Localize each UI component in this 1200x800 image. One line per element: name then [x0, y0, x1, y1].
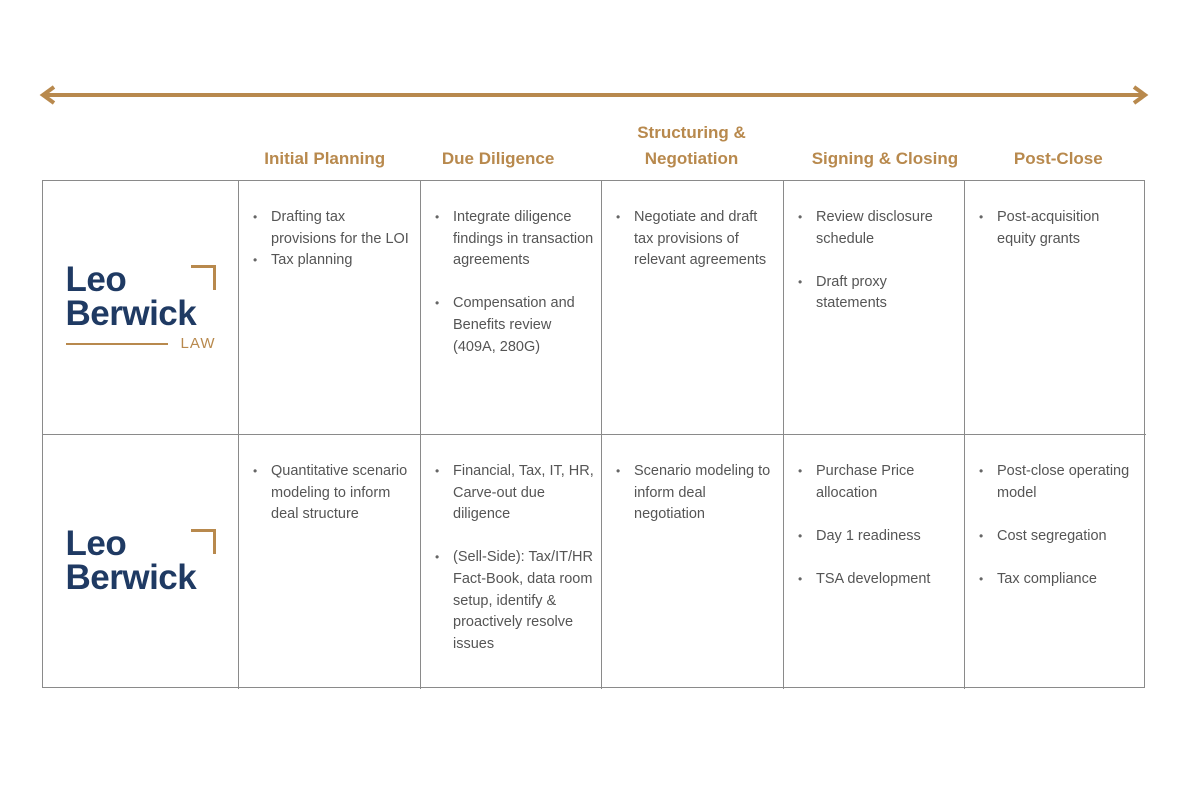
logo-line1: Leo — [65, 524, 127, 563]
service-cell: Post-close operating modelCost segregati… — [965, 435, 1146, 689]
list-item: TSA development — [796, 569, 958, 591]
bullet-list: Scenario modeling to inform deal negotia… — [614, 461, 777, 526]
logo-line2: Berwick — [65, 293, 197, 333]
logo-line1: Leo — [65, 259, 127, 299]
service-cell: Review disclosure scheduleDraft proxy st… — [784, 181, 965, 435]
service-cell: Financial, Tax, IT, HR, Carve-out due di… — [421, 435, 602, 689]
list-item: Negotiate and draft tax provisions of re… — [614, 207, 777, 272]
phase-header: Signing & Closing — [811, 149, 959, 168]
phase-header: Post-Close — [1013, 149, 1103, 168]
bullet-list: Drafting tax provisions for the LOITax p… — [251, 207, 414, 272]
list-item: Post-close operating model — [977, 461, 1140, 504]
list-item: Integrate diligence findings in transact… — [433, 207, 595, 272]
service-cell: Purchase Price allocationDay 1 readiness… — [784, 435, 965, 689]
bullet-list: Post-close operating modelCost segregati… — [977, 461, 1140, 591]
list-item: Quantitative scenario modeling to inform… — [251, 461, 414, 526]
bullet-list: Quantitative scenario modeling to inform… — [251, 461, 414, 526]
bullet-list: Integrate diligence findings in transact… — [433, 207, 595, 358]
logo-line2: Berwick — [65, 558, 197, 597]
service-cell: Negotiate and draft tax provisions of re… — [602, 181, 784, 435]
list-item: Drafting tax provisions for the LOI — [251, 207, 414, 250]
list-item: Compensation and Benefits review (409A, … — [433, 293, 595, 358]
logo-rule — [65, 342, 168, 345]
phase-header: Initial Planning — [264, 149, 386, 168]
list-item: Review disclosure schedule — [796, 207, 958, 250]
timeline-arrow — [39, 85, 1149, 105]
list-item: Tax compliance — [977, 569, 1140, 591]
phase-header: Structuring & Negotiation — [637, 123, 746, 168]
service-cell: Post-acquisition equity grants — [965, 181, 1146, 435]
service-cell: Quantitative scenario modeling to inform… — [239, 435, 421, 689]
bullet-list: Review disclosure scheduleDraft proxy st… — [796, 207, 958, 315]
list-item: Cost segregation — [977, 526, 1140, 548]
list-item: Financial, Tax, IT, HR, Carve-out due di… — [433, 461, 595, 526]
services-table: LeoBerwickLAWDrafting tax provisions for… — [42, 180, 1146, 689]
bullet-list: Financial, Tax, IT, HR, Carve-out due di… — [433, 461, 595, 655]
bullet-list: Post-acquisition equity grants — [977, 207, 1140, 250]
phase-header: Due Diligence — [441, 149, 555, 168]
logo-suffix: LAW — [180, 334, 216, 352]
logo-corner-icon — [190, 529, 216, 554]
list-item: Post-acquisition equity grants — [977, 207, 1140, 250]
list-item: Draft proxy statements — [796, 272, 958, 315]
list-item: Tax planning — [251, 250, 414, 272]
phase-headers: Initial Planning Due Diligence Structuri… — [238, 118, 1145, 172]
list-item: (Sell-Side): Tax/IT/HR Fact-Book, data r… — [433, 547, 595, 655]
service-cell: Drafting tax provisions for the LOITax p… — [239, 181, 421, 435]
list-item: Day 1 readiness — [796, 526, 958, 548]
bullet-list: Purchase Price allocationDay 1 readiness… — [796, 461, 958, 591]
service-cell: Scenario modeling to inform deal negotia… — [602, 435, 784, 689]
list-item: Purchase Price allocation — [796, 461, 958, 504]
list-item: Scenario modeling to inform deal negotia… — [614, 461, 777, 526]
service-cell: Integrate diligence findings in transact… — [421, 181, 602, 435]
logo-corner-icon — [190, 264, 216, 290]
bullet-list: Negotiate and draft tax provisions of re… — [614, 207, 777, 272]
